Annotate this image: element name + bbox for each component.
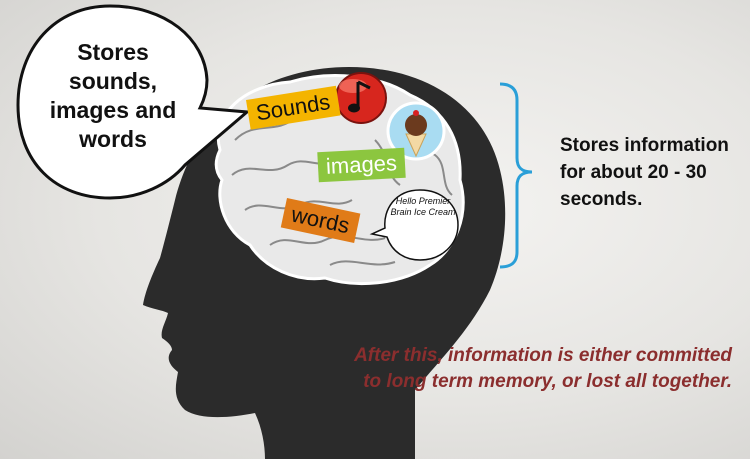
music-note-icon (335, 72, 387, 124)
small-bubble-text: Hello Premier Brain Ice Cream (390, 196, 456, 217)
bracket (499, 82, 533, 269)
ice-cream-icon (386, 101, 446, 161)
small-speech-bubble (369, 189, 459, 261)
images-label: images (317, 147, 406, 183)
speech-bubble (16, 4, 251, 200)
note-text: After this, information is either commit… (354, 345, 732, 392)
bubble-text: Stores sounds, images and words (49, 39, 177, 152)
info-text: Stores information for about 20 - 30 sec… (560, 135, 729, 210)
